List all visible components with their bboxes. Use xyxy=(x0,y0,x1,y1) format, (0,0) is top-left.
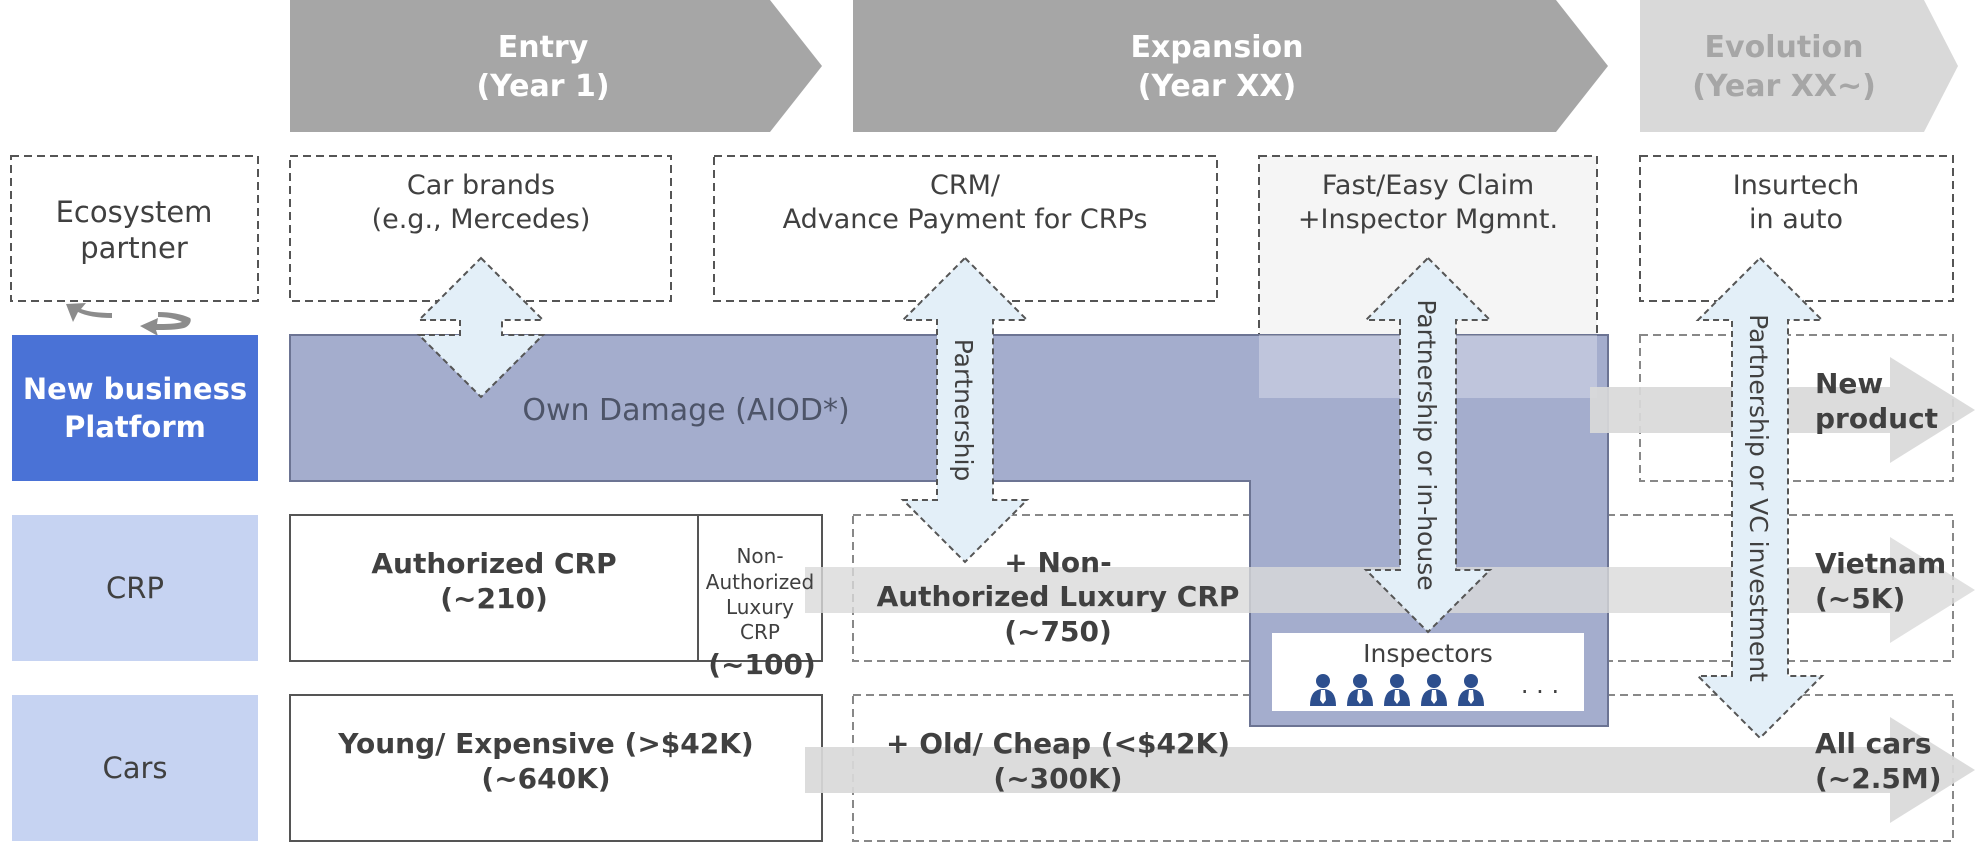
car-brands-double-arrow xyxy=(416,256,546,399)
own-damage-band xyxy=(289,334,1609,727)
insurtech-partnership-label: Partnership or VC investment xyxy=(1744,314,1773,682)
crp-evolution-count: (~5K) xyxy=(1815,582,1905,615)
crp-expansion-label-1: + Non- xyxy=(1004,546,1111,579)
inspector-person-icon xyxy=(1384,674,1410,706)
phase-entry-subtitle: (Year 1) xyxy=(476,69,609,104)
authorized-crp-count: (~210) xyxy=(440,582,548,615)
insurtech-label-2: in auto xyxy=(1749,204,1843,235)
cars-entry-count: (~640K) xyxy=(481,762,610,795)
claim-partnership-label: Partnership or in-house xyxy=(1412,299,1441,590)
non-authorized-crp-label-1: Non- xyxy=(736,544,783,568)
crm-partnership-double-arrow xyxy=(900,256,1030,564)
inspector-person-icon xyxy=(1347,674,1373,706)
non-authorized-crp-count: (~100) xyxy=(708,648,816,681)
inspector-icons xyxy=(1310,674,1484,706)
non-authorized-crp-box xyxy=(697,514,823,662)
ecosystem-partner-box xyxy=(10,155,259,302)
non-authorized-crp-label-3: Luxury xyxy=(726,595,794,619)
own-damage-label: Own Damage (AIOD*) xyxy=(522,393,849,428)
ecosystem-partner-label-1: Ecosystem xyxy=(56,195,213,229)
phase-expansion-title: Expansion xyxy=(1130,30,1303,65)
cycle-arrow-left-icon xyxy=(66,303,112,322)
crp-expansion-label-2: Authorized Luxury CRP xyxy=(877,580,1240,613)
platform-row-label-2: Platform xyxy=(64,410,206,444)
inspector-person-icon xyxy=(1421,674,1447,706)
authorized-crp-box xyxy=(289,514,699,662)
phase-evolution-chevron xyxy=(1640,0,1958,132)
young-expensive-cars-box xyxy=(289,694,823,842)
crp-evolution-label: Vietnam xyxy=(1815,547,1946,580)
cars-row-label: Cars xyxy=(102,751,167,785)
phase-entry-chevron xyxy=(290,0,822,132)
new-product-label-1: New xyxy=(1815,367,1883,400)
inspectors-label: Inspectors xyxy=(1363,639,1493,668)
inspector-person-icon xyxy=(1458,674,1484,706)
fast-claim-label-2: +Inspector Mgmnt. xyxy=(1298,204,1558,235)
insurtech-box xyxy=(1639,155,1954,302)
crm-label-2: Advance Payment for CRPs xyxy=(783,204,1148,235)
cars-evolution-count: (~2.5M) xyxy=(1815,762,1942,795)
car-brands-label-1: Car brands xyxy=(407,170,555,201)
cars-expansion-label: + Old/ Cheap (<$42K) xyxy=(886,727,1230,760)
ecosystem-partner-label-2: partner xyxy=(80,231,188,265)
crm-label-1: CRM/ xyxy=(930,170,1001,201)
cycle-arrow-right-icon xyxy=(140,312,191,336)
insurtech-partnership-double-arrow xyxy=(1695,256,1825,740)
platform-row-label-bg xyxy=(12,335,258,481)
cars-arrow xyxy=(805,717,1975,823)
phase-evolution-title: Evolution xyxy=(1705,30,1864,65)
phase-expansion-subtitle: (Year XX) xyxy=(1138,69,1296,104)
new-product-label-2: product xyxy=(1815,402,1938,435)
car-brands-label-2: (e.g., Mercedes) xyxy=(372,204,591,235)
inspectors-more: · · · xyxy=(1521,678,1559,706)
fast-claim-label-1: Fast/Easy Claim xyxy=(1322,170,1534,201)
phase-entry-title: Entry xyxy=(498,30,589,65)
crp-expansion-count: (~750) xyxy=(1004,615,1112,648)
crp-row-label: CRP xyxy=(106,571,164,605)
insurtech-label-1: Insurtech xyxy=(1733,170,1860,201)
non-authorized-crp-label-4: CRP xyxy=(740,620,780,644)
phase-expansion-chevron xyxy=(853,0,1608,132)
claim-partnership-double-arrow xyxy=(1363,256,1493,634)
cars-entry-label: Young/ Expensive (>$42K) xyxy=(337,727,753,760)
cars-expansion-count: (~300K) xyxy=(993,762,1122,795)
platform-row-label-1: New business xyxy=(23,372,247,406)
phase-evolution-subtitle: (Year XX~) xyxy=(1692,69,1876,104)
crm-partnership-label: Partnership xyxy=(949,339,978,482)
crp-row-label-bg xyxy=(12,515,258,661)
cars-row-label-bg xyxy=(12,695,258,841)
authorized-crp-title: Authorized CRP xyxy=(371,547,616,580)
inspector-person-icon xyxy=(1310,674,1336,706)
non-authorized-crp-label-2: Authorized xyxy=(706,570,814,594)
cars-evolution-label: All cars xyxy=(1815,727,1932,760)
